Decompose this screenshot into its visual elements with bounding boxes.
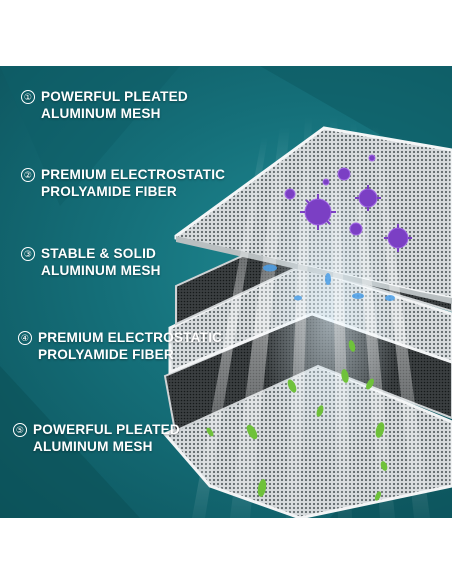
virus-icon xyxy=(284,154,412,252)
layer-label-1-line1: POWERFUL PLEATED xyxy=(41,89,188,104)
bacteria-icon xyxy=(263,264,395,301)
layer-label-2-line2: PROLYAMIDE FIBER xyxy=(41,184,177,199)
layer-label-4-line2: PROLYAMIDE FIBER xyxy=(38,347,174,362)
layer-label-4: ④ PREMIUM ELECTROSTATIC PROLYAMIDE FIBER xyxy=(18,329,222,363)
layer-label-3-line2: ALUMINUM MESH xyxy=(41,263,161,278)
layer-number-1: ① xyxy=(21,90,35,104)
layer-number-4: ④ xyxy=(18,331,32,345)
layer-number-2: ② xyxy=(21,168,35,182)
layer-label-2-line1: PREMIUM ELECTROSTATIC xyxy=(41,167,226,182)
layer-labels: ① POWERFUL PLEATED ALUMINUM MESH ② PREMIUM… xyxy=(0,66,452,518)
filter-layer-artwork xyxy=(0,66,452,518)
layer-label-5: ⑤ POWERFUL PLEATED ALUMINUM MESH xyxy=(13,421,180,455)
layer-number-5: ⑤ xyxy=(13,423,27,437)
leaf-icon xyxy=(206,340,388,501)
layer-label-2: ② PREMIUM ELECTROSTATIC PROLYAMIDE FIBER xyxy=(21,166,225,200)
filter-layers-illustration: ① POWERFUL PLEATED ALUMINUM MESH ② PREMIUM… xyxy=(0,66,452,518)
layer-label-4-line1: PREMIUM ELECTROSTATIC xyxy=(38,330,223,345)
layer-label-3: ③ STABLE & SOLID ALUMINUM MESH xyxy=(21,245,161,279)
layer-label-5-line1: POWERFUL PLEATED xyxy=(33,422,180,437)
layer-label-5-line2: ALUMINUM MESH xyxy=(33,439,153,454)
layer-label-1: ① POWERFUL PLEATED ALUMINUM MESH xyxy=(21,88,188,122)
layer-number-3: ③ xyxy=(21,247,35,261)
layer-label-3-line1: STABLE & SOLID xyxy=(41,246,157,261)
layer-label-1-line2: ALUMINUM MESH xyxy=(41,106,161,121)
